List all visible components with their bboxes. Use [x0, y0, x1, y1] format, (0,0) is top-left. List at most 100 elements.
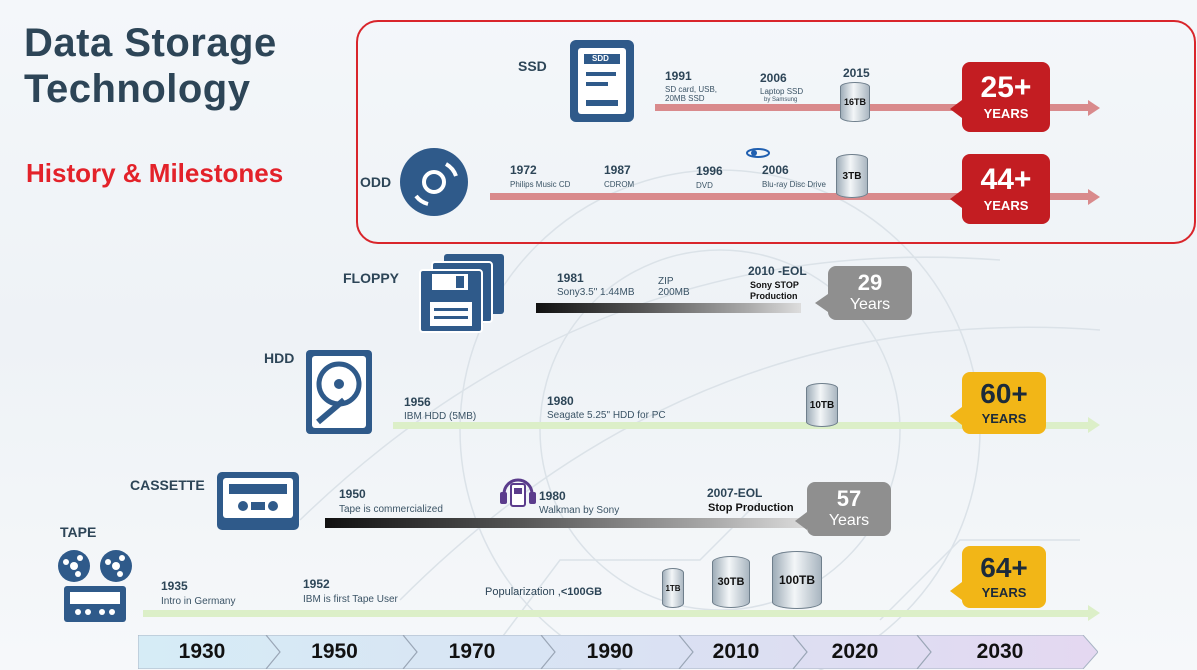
tape-storage-drum-2: 30TB — [712, 556, 750, 608]
floppy-badge-number: 29 — [857, 270, 883, 296]
floppy-badge-unit: Years — [849, 296, 891, 314]
odd-badge-unit: YEARS — [983, 197, 1029, 213]
odd-arrowhead — [1088, 189, 1100, 205]
decade-timeline: 1930 1950 1970 1990 2010 2020 2030 — [138, 635, 1098, 669]
tape-label: TAPE — [60, 524, 97, 540]
tape-storage-drum-3: 100TB — [772, 551, 822, 609]
ssd-arrowhead — [1088, 100, 1100, 116]
timeline-year-1970: 1970 — [448, 640, 496, 663]
ssd-label: SSD — [518, 58, 547, 74]
floppy-m1-desc: Sony3.5" 1.44MB — [557, 287, 635, 298]
odd-bar — [490, 193, 1090, 200]
timeline-year-1990: 1990 — [586, 640, 634, 663]
tape-bar — [143, 610, 1090, 617]
hdd-badge-number: 60+ — [980, 377, 1028, 409]
floppy-m2: ZIP 200MB — [658, 276, 690, 298]
tape-arrowhead — [1088, 605, 1100, 621]
ssd-storage-drum: 16TB — [840, 82, 870, 122]
cassette-years-badge: 57 Years — [807, 482, 891, 536]
floppy-label: FLOPPY — [343, 270, 400, 286]
cassette-bar — [325, 518, 810, 528]
highlight-box — [356, 20, 1196, 244]
tape-m2-year: 1952 — [303, 577, 330, 591]
timeline-arrow-shape — [138, 635, 1098, 669]
floppy-years-badge: 29 Years — [828, 266, 912, 320]
walkman-icon — [498, 472, 538, 508]
hdd-arrowhead — [1088, 417, 1100, 433]
timeline-year-2030: 2030 — [976, 640, 1024, 663]
cassette-m1-desc: Tape is commercialized — [339, 504, 443, 515]
floppy-m1-year: 1981 — [557, 271, 584, 285]
floppy-m3-line1: Sony STOP — [750, 280, 799, 290]
hdd-storage-drum: 10TB — [806, 383, 838, 427]
timeline-year-1950: 1950 — [311, 640, 358, 663]
floppy-badge-pointer — [815, 294, 828, 312]
odd-storage-drum: 3TB — [836, 154, 868, 198]
floppy-m3-year: 2010 -EOL — [748, 264, 807, 278]
title-line-2: Technology — [24, 67, 251, 111]
odd-label: ODD — [360, 174, 392, 190]
ssd-badge-unit: YEARS — [983, 105, 1029, 121]
cassette-m3-desc: Stop Production — [708, 502, 794, 514]
odd-m4-desc: Blu-ray Disc Drive — [762, 180, 827, 189]
ssd-badge-number: 25+ — [980, 70, 1032, 104]
ssd-m3-year: 2015 — [843, 66, 870, 80]
odd-m3-desc: DVD — [696, 181, 713, 190]
tape-reel-icon — [54, 548, 136, 624]
hdd-m1-year: 1956 — [404, 395, 431, 409]
odd-badge-pointer — [950, 190, 962, 208]
odd-m4-year: 2006 — [762, 163, 789, 177]
hard-drive-icon — [304, 348, 374, 436]
tape-m3: Popularization ,<100GB — [485, 586, 602, 598]
disc-icon — [398, 144, 470, 220]
odd-m1-year: 1972 — [510, 163, 537, 177]
title-line-1: Data Storage — [24, 21, 277, 65]
cassette-m3-year: 2007-EOL — [707, 486, 763, 500]
ssd-m2-year: 2006 — [760, 71, 787, 85]
timeline-year-1930: 1930 — [178, 640, 226, 663]
cassette-icon — [215, 470, 301, 532]
hdd-badge-unit: YEARS — [981, 410, 1027, 426]
page-subtitle: History & Milestones — [26, 158, 284, 188]
cassette-m2-year: 1980 — [539, 489, 566, 503]
cassette-label: CASSETTE — [130, 477, 205, 493]
odd-m2-desc: CDROM — [604, 180, 635, 189]
bluray-logo-icon — [746, 146, 770, 160]
odd-years-badge: 44+ YEARS — [962, 154, 1050, 224]
ssd-m1-desc: SD card, USB, 20MB SSD — [665, 85, 717, 103]
hdd-m2-year: 1980 — [547, 394, 574, 408]
cassette-m2-desc: Walkman by Sony — [539, 505, 620, 516]
cassette-m1-year: 1950 — [339, 487, 366, 501]
cassette-badge-pointer — [795, 512, 807, 530]
page-title: Data Storage Technology — [24, 20, 277, 112]
hdd-badge-pointer — [950, 407, 962, 425]
tape-badge-number: 64+ — [980, 551, 1028, 583]
floppy-disk-icon — [418, 254, 508, 334]
floppy-m3-line2: Production — [750, 291, 798, 301]
floppy-m3-desc: Sony STOP Production — [750, 280, 799, 302]
tape-m1-desc: Intro in Germany — [161, 596, 236, 607]
cassette-badge-number: 57 — [836, 486, 862, 512]
ssd-icon: SDD — [568, 38, 636, 124]
ssd-m2-desc1: Laptop SSD — [760, 87, 804, 96]
ssd-bar — [655, 104, 1090, 111]
tape-badge-unit: YEARS — [981, 584, 1027, 600]
hdd-m2-desc: Seagate 5.25" HDD for PC — [547, 410, 666, 421]
tape-years-badge: 64+ YEARS — [962, 546, 1046, 608]
timeline-year-2010: 2010 — [712, 640, 760, 663]
tape-m2-desc: IBM is first Tape User — [303, 594, 398, 605]
tape-storage-drum-1: 1TB — [662, 568, 684, 608]
ssd-icon-text: SDD — [592, 54, 609, 63]
floppy-m2-line2: 200MB — [658, 287, 690, 298]
tape-m3-bold: <100GB — [560, 586, 603, 598]
ssd-m2-desc: Laptop SSD by Samsung — [760, 87, 803, 105]
ssd-m1-year: 1991 — [665, 69, 692, 83]
timeline-year-2020: 2020 — [831, 640, 879, 663]
odd-m1-desc: Philips Music CD — [510, 180, 571, 189]
floppy-m2-line1: ZIP — [658, 276, 674, 287]
ssd-m2-desc2: by Samsung — [764, 97, 798, 103]
cassette-badge-unit: Years — [828, 512, 870, 530]
ssd-years-badge: 25+ YEARS — [962, 62, 1050, 132]
tape-m3-text: Popularization , — [485, 586, 561, 598]
tape-badge-pointer — [950, 582, 962, 600]
